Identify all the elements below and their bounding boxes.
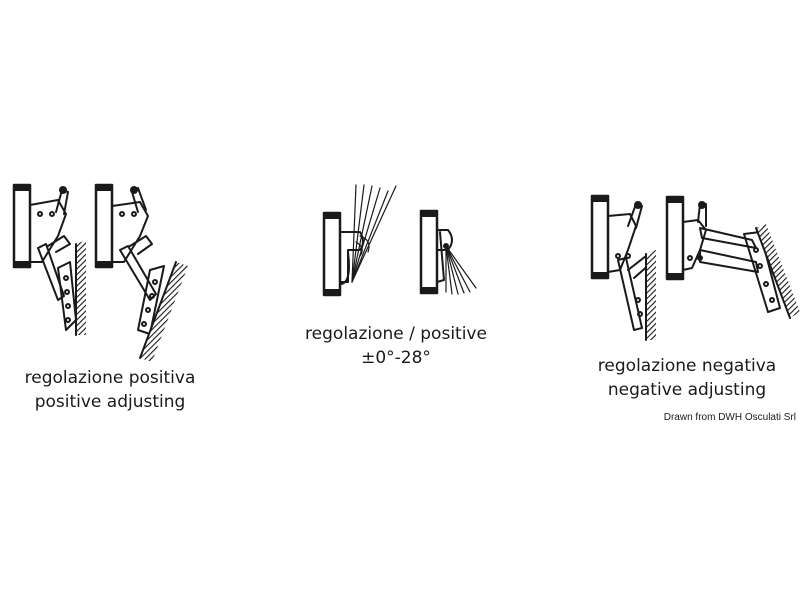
negative-adjusting-bracket-2 [665,195,800,319]
caption-english: positive adjusting [34,392,186,412]
caption-italian: regolazione negativa [597,356,777,376]
negative-adjusting-bracket-1 [590,194,656,341]
range-bracket-down [419,209,477,295]
caption-english: negative adjusting [607,380,767,400]
positive-adjusting-bracket-2 [94,183,188,362]
negative-adjusting-caption: regolazione negativa negative adjusting [574,354,800,402]
caption-range: ±0°-28° [361,348,431,368]
range-caption: regolazione / positive ±0°-28° [268,322,524,370]
range-bracket-up [322,184,397,297]
credit-text: Drawn from DWH Osculati Srl [663,412,796,423]
caption-italian: regolazione / positive [305,324,487,344]
positive-adjusting-caption: regolazione positiva positive adjusting [0,366,220,414]
positive-adjusting-bracket-1 [12,183,86,336]
caption-italian: regolazione positiva [24,368,196,388]
